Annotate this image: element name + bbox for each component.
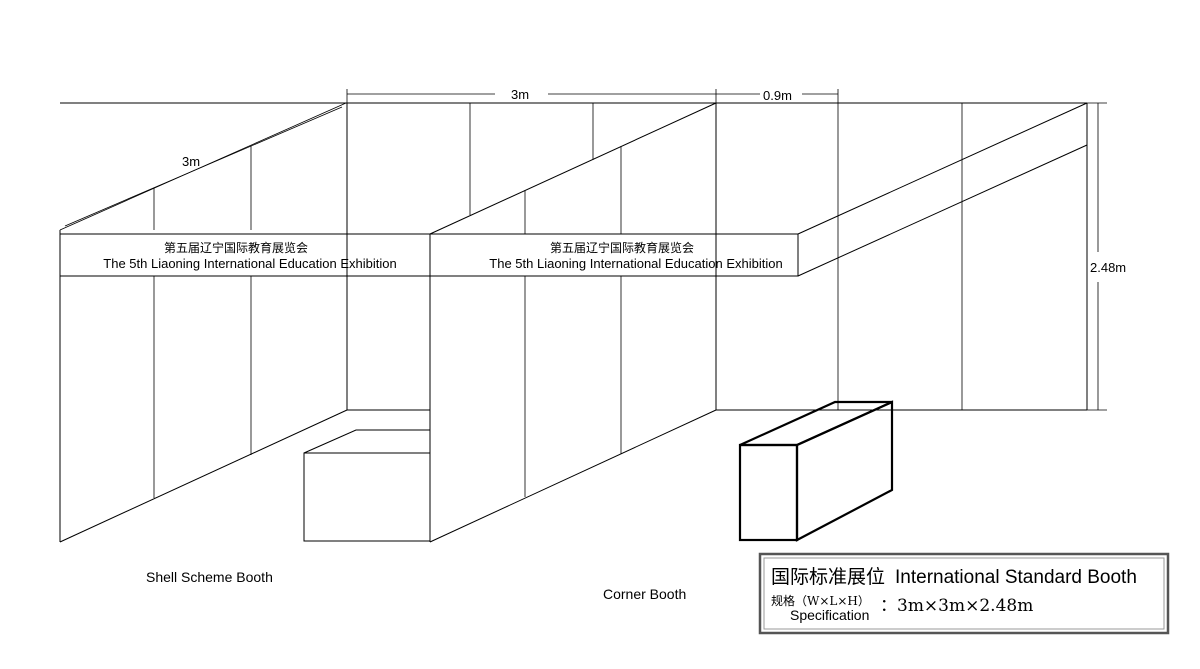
depth-label: 3m: [182, 154, 200, 169]
corner-fascia-bottom: [797, 144, 1088, 277]
panel-title-cn: 国际标准展位: [771, 566, 885, 588]
height-label: 2.48m: [1090, 260, 1126, 275]
corner-booth-caption: Corner Booth: [603, 586, 686, 602]
booth1-floor-diagonal: [59, 409, 348, 543]
booth2-fascia-en: The 5th Liaoning International Education…: [489, 256, 782, 271]
booth2-floor-diagonal: [429, 409, 717, 543]
depth-line-inner: [64, 106, 343, 227]
info-panel-outer: [758, 552, 1170, 635]
booth1-counter-top: [303, 429, 431, 454]
shell-scheme-caption: Shell Scheme Booth: [146, 569, 273, 585]
panel-spec-cn: 规格（W×L×H）: [771, 593, 870, 608]
booth2-counter-front: [738, 443, 799, 542]
booth2-counter-top: [739, 400, 893, 447]
booth1-fascia-en: The 5th Liaoning International Education…: [103, 256, 396, 271]
width-label: 3m: [511, 87, 529, 102]
booth2-fascia-board: [429, 233, 799, 277]
booth1-fascia-cn: 第五届辽宁国际教育展览会: [164, 240, 308, 255]
extension-label: 0.9m: [763, 88, 792, 103]
booth1-counter-front: [303, 452, 431, 542]
panel-spec-value: ：3m×3m×2.48m: [880, 596, 1033, 616]
panel-spec-en: Specification: [790, 607, 869, 623]
corner-fascia-top: [797, 102, 1088, 235]
info-panel-inner: [763, 557, 1165, 630]
panel-title-en: International Standard Booth: [895, 567, 1137, 588]
booth2-counter-side: [795, 400, 894, 542]
booth2-top-diagonal: [429, 102, 717, 235]
booth2-fascia-cn: 第五届辽宁国际教育展览会: [550, 240, 694, 255]
